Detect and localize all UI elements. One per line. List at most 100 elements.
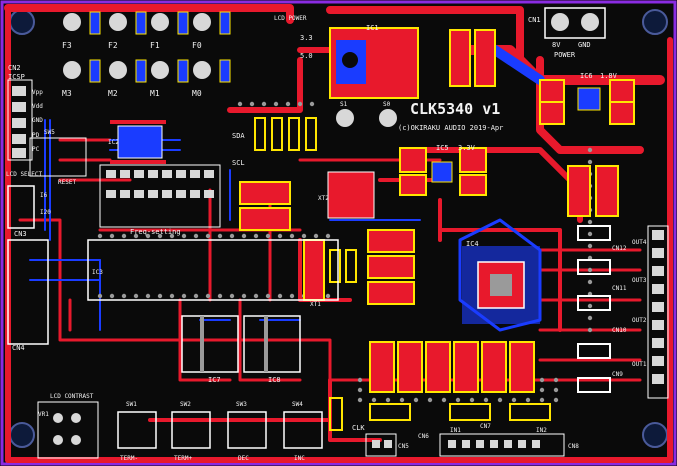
resistor-array xyxy=(254,117,357,431)
pad-m2-a xyxy=(109,61,127,79)
via xyxy=(511,397,517,403)
via xyxy=(483,397,489,403)
ic7-outline xyxy=(181,315,239,373)
via xyxy=(539,377,545,383)
via xyxy=(157,293,163,299)
via xyxy=(229,233,235,239)
via xyxy=(587,303,593,309)
ic1-hole xyxy=(342,52,358,68)
label-s0: S0 xyxy=(383,101,391,108)
via xyxy=(193,293,199,299)
label-freq-setting: Freq-setting xyxy=(130,228,181,236)
label-cn3: CN3 xyxy=(14,230,27,238)
cap-c1 xyxy=(449,29,471,87)
label-lcd-select: LCD SELECT xyxy=(6,171,43,178)
smd-m1 xyxy=(177,59,189,83)
via xyxy=(145,233,151,239)
r-scl-4 xyxy=(305,117,317,151)
via xyxy=(289,233,295,239)
label-in1: IN1 xyxy=(450,427,461,434)
via xyxy=(109,293,115,299)
label-inc: INC xyxy=(294,455,305,462)
via xyxy=(587,327,593,333)
label-i20: I20 xyxy=(40,209,51,216)
label-m3: M3 xyxy=(62,89,72,98)
mounting-hole-tl xyxy=(9,9,35,35)
cn3-outline xyxy=(7,185,35,229)
via xyxy=(455,397,461,403)
r-scl-1 xyxy=(254,117,266,151)
via xyxy=(297,101,303,107)
via xyxy=(241,293,247,299)
via xyxy=(357,377,363,383)
freq-setting-header xyxy=(99,164,221,228)
label-ic8: IC8 xyxy=(268,376,281,384)
ic-pin-rows xyxy=(200,316,268,372)
via xyxy=(121,293,127,299)
label-pc: PC xyxy=(32,146,40,153)
via xyxy=(237,101,243,107)
via xyxy=(97,233,103,239)
via xyxy=(277,233,283,239)
r-scl-2 xyxy=(271,117,283,151)
via xyxy=(253,233,259,239)
via xyxy=(553,397,559,403)
via xyxy=(587,243,593,249)
label-xt1: XT1 xyxy=(310,301,321,308)
mounting-hole-bl xyxy=(9,422,35,448)
via xyxy=(193,233,199,239)
ic6-cap-c xyxy=(539,101,565,125)
via xyxy=(229,293,235,299)
r-scl-3 xyxy=(288,117,300,151)
smd-f3 xyxy=(89,11,101,35)
logic-ics xyxy=(87,239,339,373)
label-ic6: IC6 xyxy=(580,72,593,80)
label-3v3: 3.3V xyxy=(458,144,476,152)
label-clk: CLK xyxy=(352,424,365,432)
ic6-cap-b xyxy=(609,79,635,103)
via xyxy=(157,233,163,239)
label-vdd: Vdd xyxy=(32,103,43,110)
label-f2: F2 xyxy=(108,41,118,50)
via xyxy=(413,397,419,403)
label-cn10: CN10 xyxy=(612,327,627,334)
icsp-header xyxy=(7,79,33,161)
r-mid-1 xyxy=(329,249,341,283)
via xyxy=(539,397,545,403)
via xyxy=(265,293,271,299)
label-cn6: CN6 xyxy=(418,433,429,440)
ic5-cap-d xyxy=(459,174,487,196)
via xyxy=(301,233,307,239)
vr1-outline xyxy=(37,401,99,459)
label-sw4: SW4 xyxy=(292,401,303,408)
via xyxy=(277,293,283,299)
via xyxy=(427,397,433,403)
label-cn12: CN12 xyxy=(612,245,627,252)
label-sw3: SW3 xyxy=(236,401,247,408)
via xyxy=(273,101,279,107)
pad-m1-a xyxy=(151,61,169,79)
via xyxy=(309,101,315,107)
via xyxy=(325,233,331,239)
via xyxy=(241,233,247,239)
push-buttons xyxy=(117,411,323,449)
label-i16: I6 xyxy=(40,192,48,199)
via xyxy=(371,397,377,403)
cn1-power-connector xyxy=(544,7,606,39)
label-lcd-33: 3.3 xyxy=(300,34,313,42)
via xyxy=(97,293,103,299)
via xyxy=(525,397,531,403)
input-connectors xyxy=(365,403,565,457)
regulator-parts xyxy=(399,79,635,196)
via xyxy=(587,219,593,225)
label-cn8: CN8 xyxy=(568,443,579,450)
label-out2: OUT2 xyxy=(632,317,647,324)
label-m2: M2 xyxy=(108,89,118,98)
ic6-body xyxy=(577,87,601,111)
cn4-outline xyxy=(7,239,49,345)
via xyxy=(109,233,115,239)
pad-f0-a xyxy=(193,13,211,31)
label-cn2: CN2 xyxy=(8,64,21,72)
icsp-pin-2 xyxy=(12,102,26,112)
